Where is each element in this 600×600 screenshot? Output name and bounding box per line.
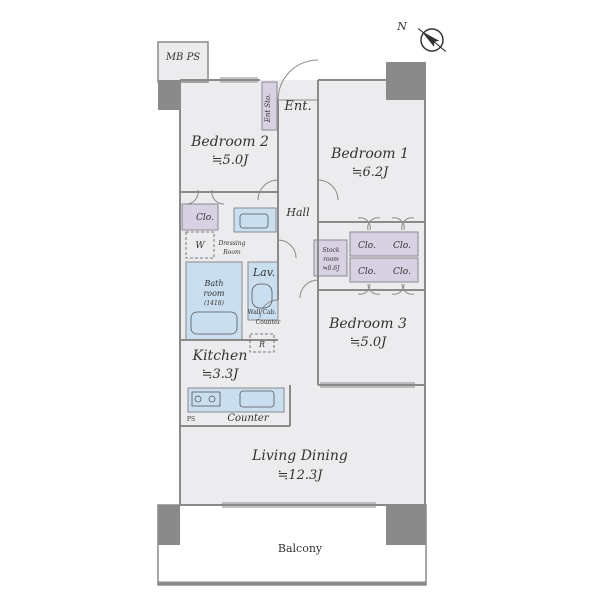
balcony-area bbox=[157, 504, 427, 586]
bedroom1-size: ≒6.2J bbox=[352, 165, 390, 180]
wall-cabinet-label: Wall Cab. bbox=[248, 309, 277, 316]
bath-label-1: Bath bbox=[203, 279, 223, 288]
pipe-space-label: PS bbox=[187, 416, 195, 423]
dressing-label-2: Room bbox=[222, 249, 241, 256]
fixtures bbox=[185, 213, 275, 408]
windows bbox=[220, 77, 415, 508]
stock-label-2: room bbox=[323, 256, 339, 263]
closet-b1-right: Clo. bbox=[393, 241, 411, 251]
hall-label: Hall bbox=[285, 206, 310, 219]
doors bbox=[185, 59, 415, 319]
entrance-label: Ent. bbox=[283, 99, 311, 114]
living-dining-size: ≒12.3J bbox=[277, 468, 323, 483]
stock-label-1: Stock bbox=[322, 247, 339, 254]
refrigerator-label: R bbox=[258, 340, 265, 349]
bedroom2-size: ≒5.0J bbox=[212, 153, 250, 168]
entrance-storage-label: Ent Sto. bbox=[264, 94, 272, 124]
closet-b3-right: Clo. bbox=[393, 267, 411, 277]
stock-label-3: ≒0.6J bbox=[323, 265, 341, 272]
counter-small-label: Counter bbox=[256, 319, 281, 326]
north-arrow-icon bbox=[417, 28, 447, 52]
storage-zones bbox=[181, 81, 419, 283]
washer-label: W bbox=[195, 241, 205, 251]
north-letter: N bbox=[396, 20, 407, 33]
kitchen-size: ≒3.3J bbox=[202, 367, 240, 382]
kitchen-name: Kitchen bbox=[192, 348, 248, 364]
dressing-label-1: Dressing bbox=[217, 240, 245, 247]
closet-bedroom2-label: Clo. bbox=[196, 213, 214, 223]
bath-label-2: room bbox=[203, 289, 224, 298]
closet-b3-left: Clo. bbox=[358, 267, 376, 277]
bedroom3-size: ≒5.0J bbox=[350, 335, 388, 350]
lavatory-label: Lav. bbox=[252, 266, 275, 279]
columns bbox=[158, 62, 426, 545]
bedroom3-name: Bedroom 3 bbox=[328, 316, 407, 332]
balcony-label: Balcony bbox=[278, 542, 323, 555]
bedroom1-name: Bedroom 1 bbox=[330, 146, 409, 162]
bedroom2-name: Bedroom 2 bbox=[190, 134, 269, 150]
bath-label-3: (1418) bbox=[204, 300, 225, 307]
closet-b1-left: Clo. bbox=[358, 241, 376, 251]
living-dining-name: Living Dining bbox=[251, 448, 348, 464]
counter-label: Counter bbox=[227, 413, 269, 424]
mbps-label: MB PS bbox=[165, 52, 200, 63]
